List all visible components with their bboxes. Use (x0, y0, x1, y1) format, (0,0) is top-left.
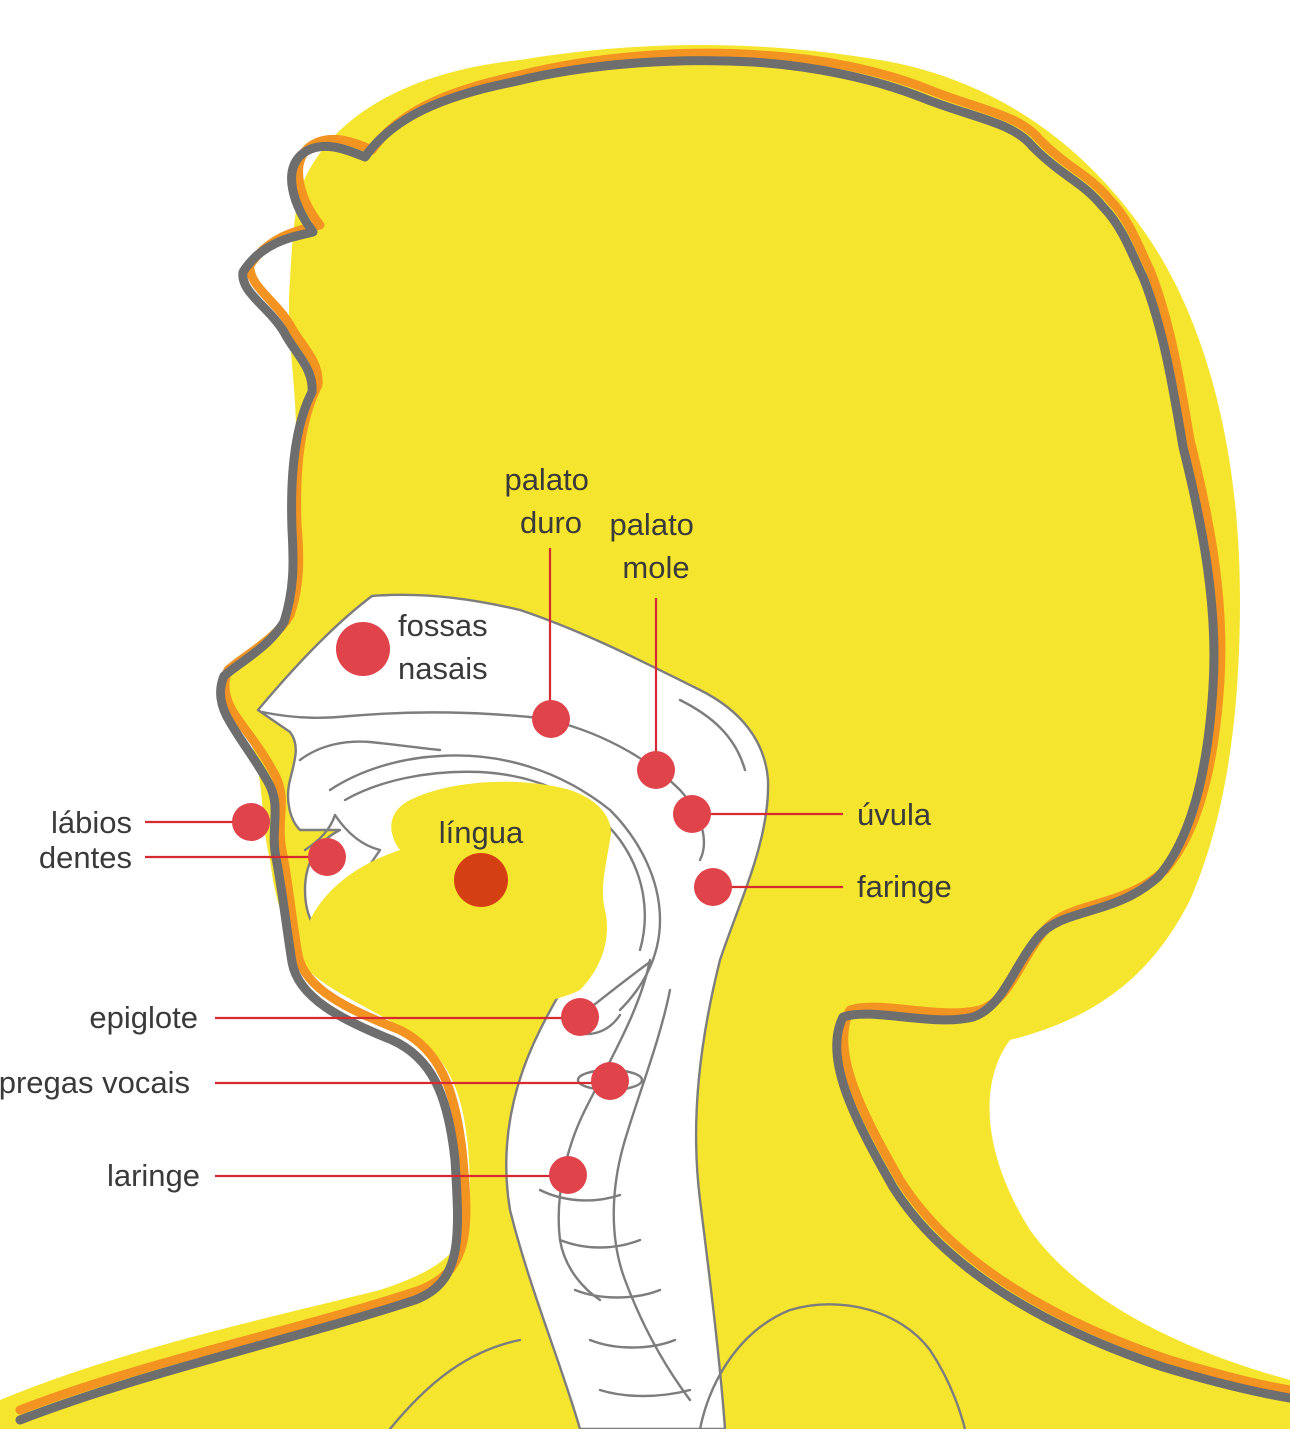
label-labios: lábios (51, 805, 132, 840)
marker-pregas-vocais (591, 1062, 629, 1100)
label-epiglote: epiglote (89, 1000, 198, 1035)
label-dentes: dentes (39, 840, 132, 875)
marker-laringe (549, 1156, 587, 1194)
label-uvula: úvula (857, 797, 932, 832)
label-lingua: língua (439, 815, 524, 850)
marker-labios (232, 803, 270, 841)
marker-palato-mole (637, 751, 675, 789)
label-faringe: faringe (857, 869, 952, 904)
marker-lingua (454, 853, 508, 907)
marker-faringe (694, 868, 732, 906)
marker-fossas-nasais (336, 622, 390, 676)
marker-uvula (673, 795, 711, 833)
label-pregas-vocais: pregas vocais (0, 1065, 190, 1100)
label-laringe: laringe (107, 1158, 200, 1193)
marker-dentes (308, 838, 346, 876)
marker-palato-duro (532, 700, 570, 738)
marker-epiglote (561, 998, 599, 1036)
